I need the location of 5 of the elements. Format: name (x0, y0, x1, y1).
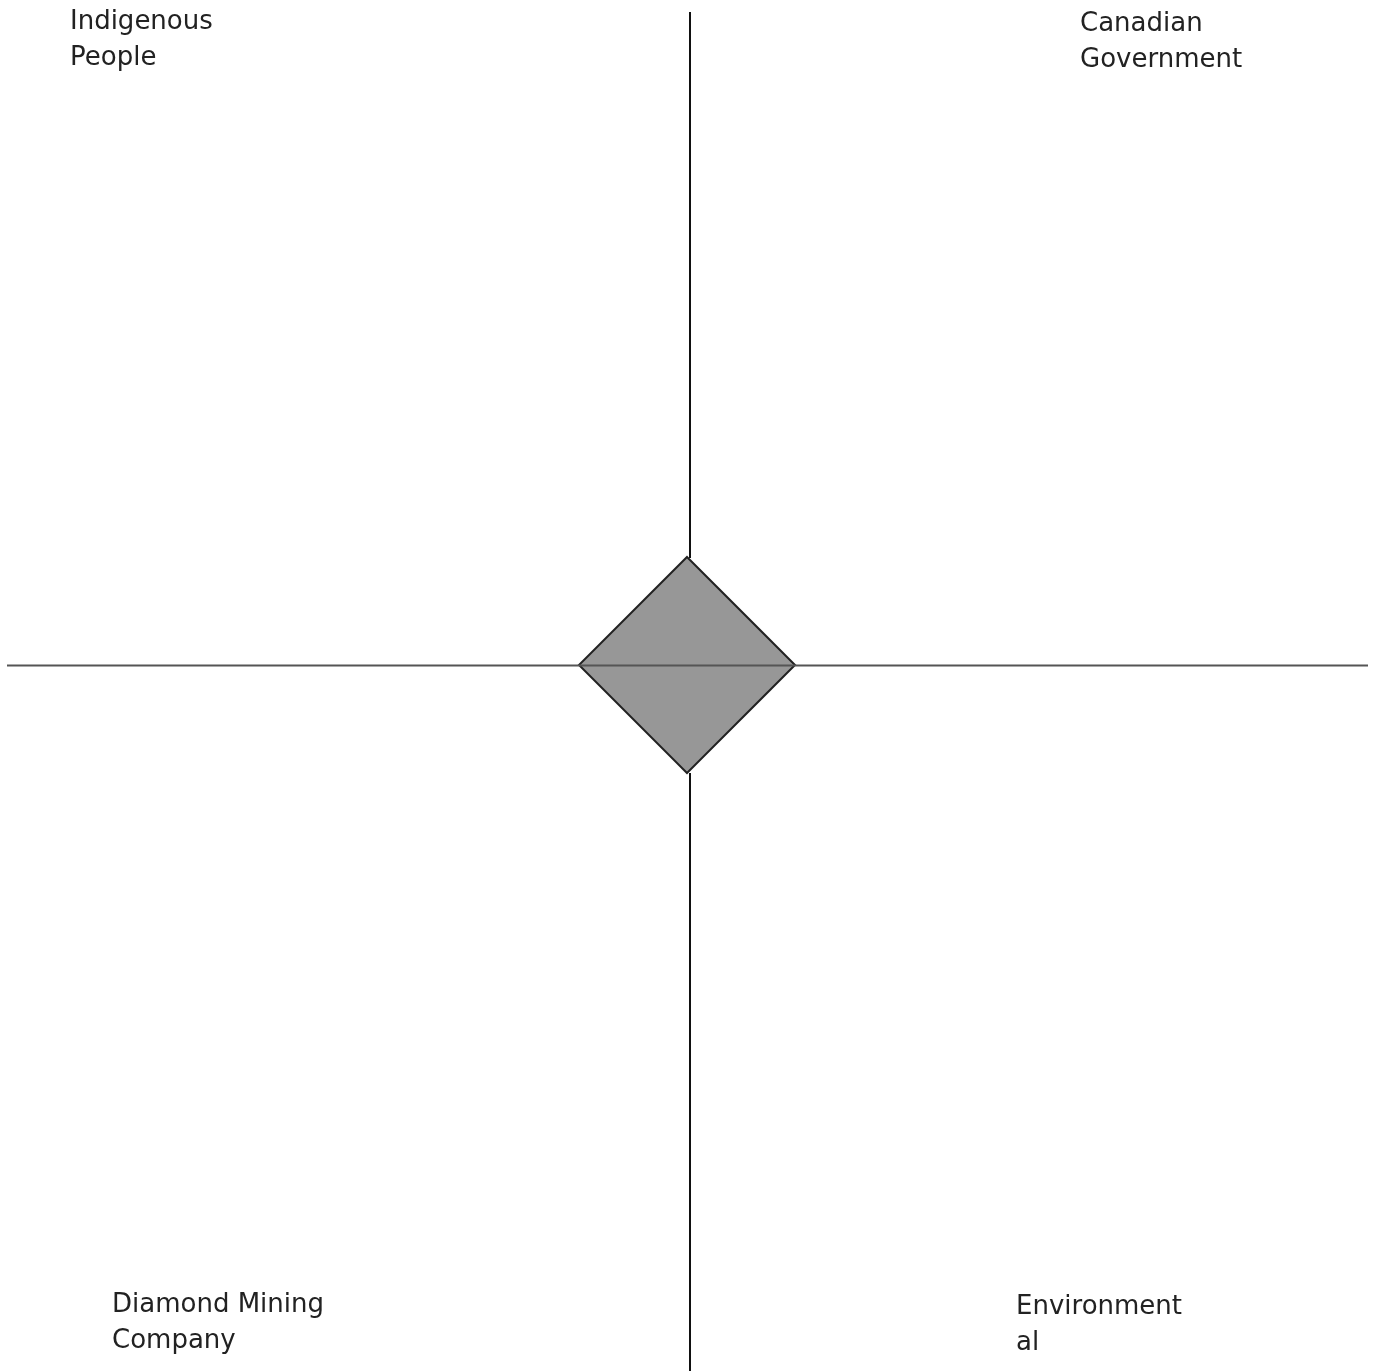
center-diamond (577, 555, 797, 775)
quadrant-label: Indigenous People (70, 4, 214, 73)
quadrant-label: Diamond Mining Company (112, 1287, 325, 1356)
quadrant-label: Canadian Government (1080, 6, 1244, 75)
quadrant-label: Environmental (1016, 1289, 1184, 1358)
